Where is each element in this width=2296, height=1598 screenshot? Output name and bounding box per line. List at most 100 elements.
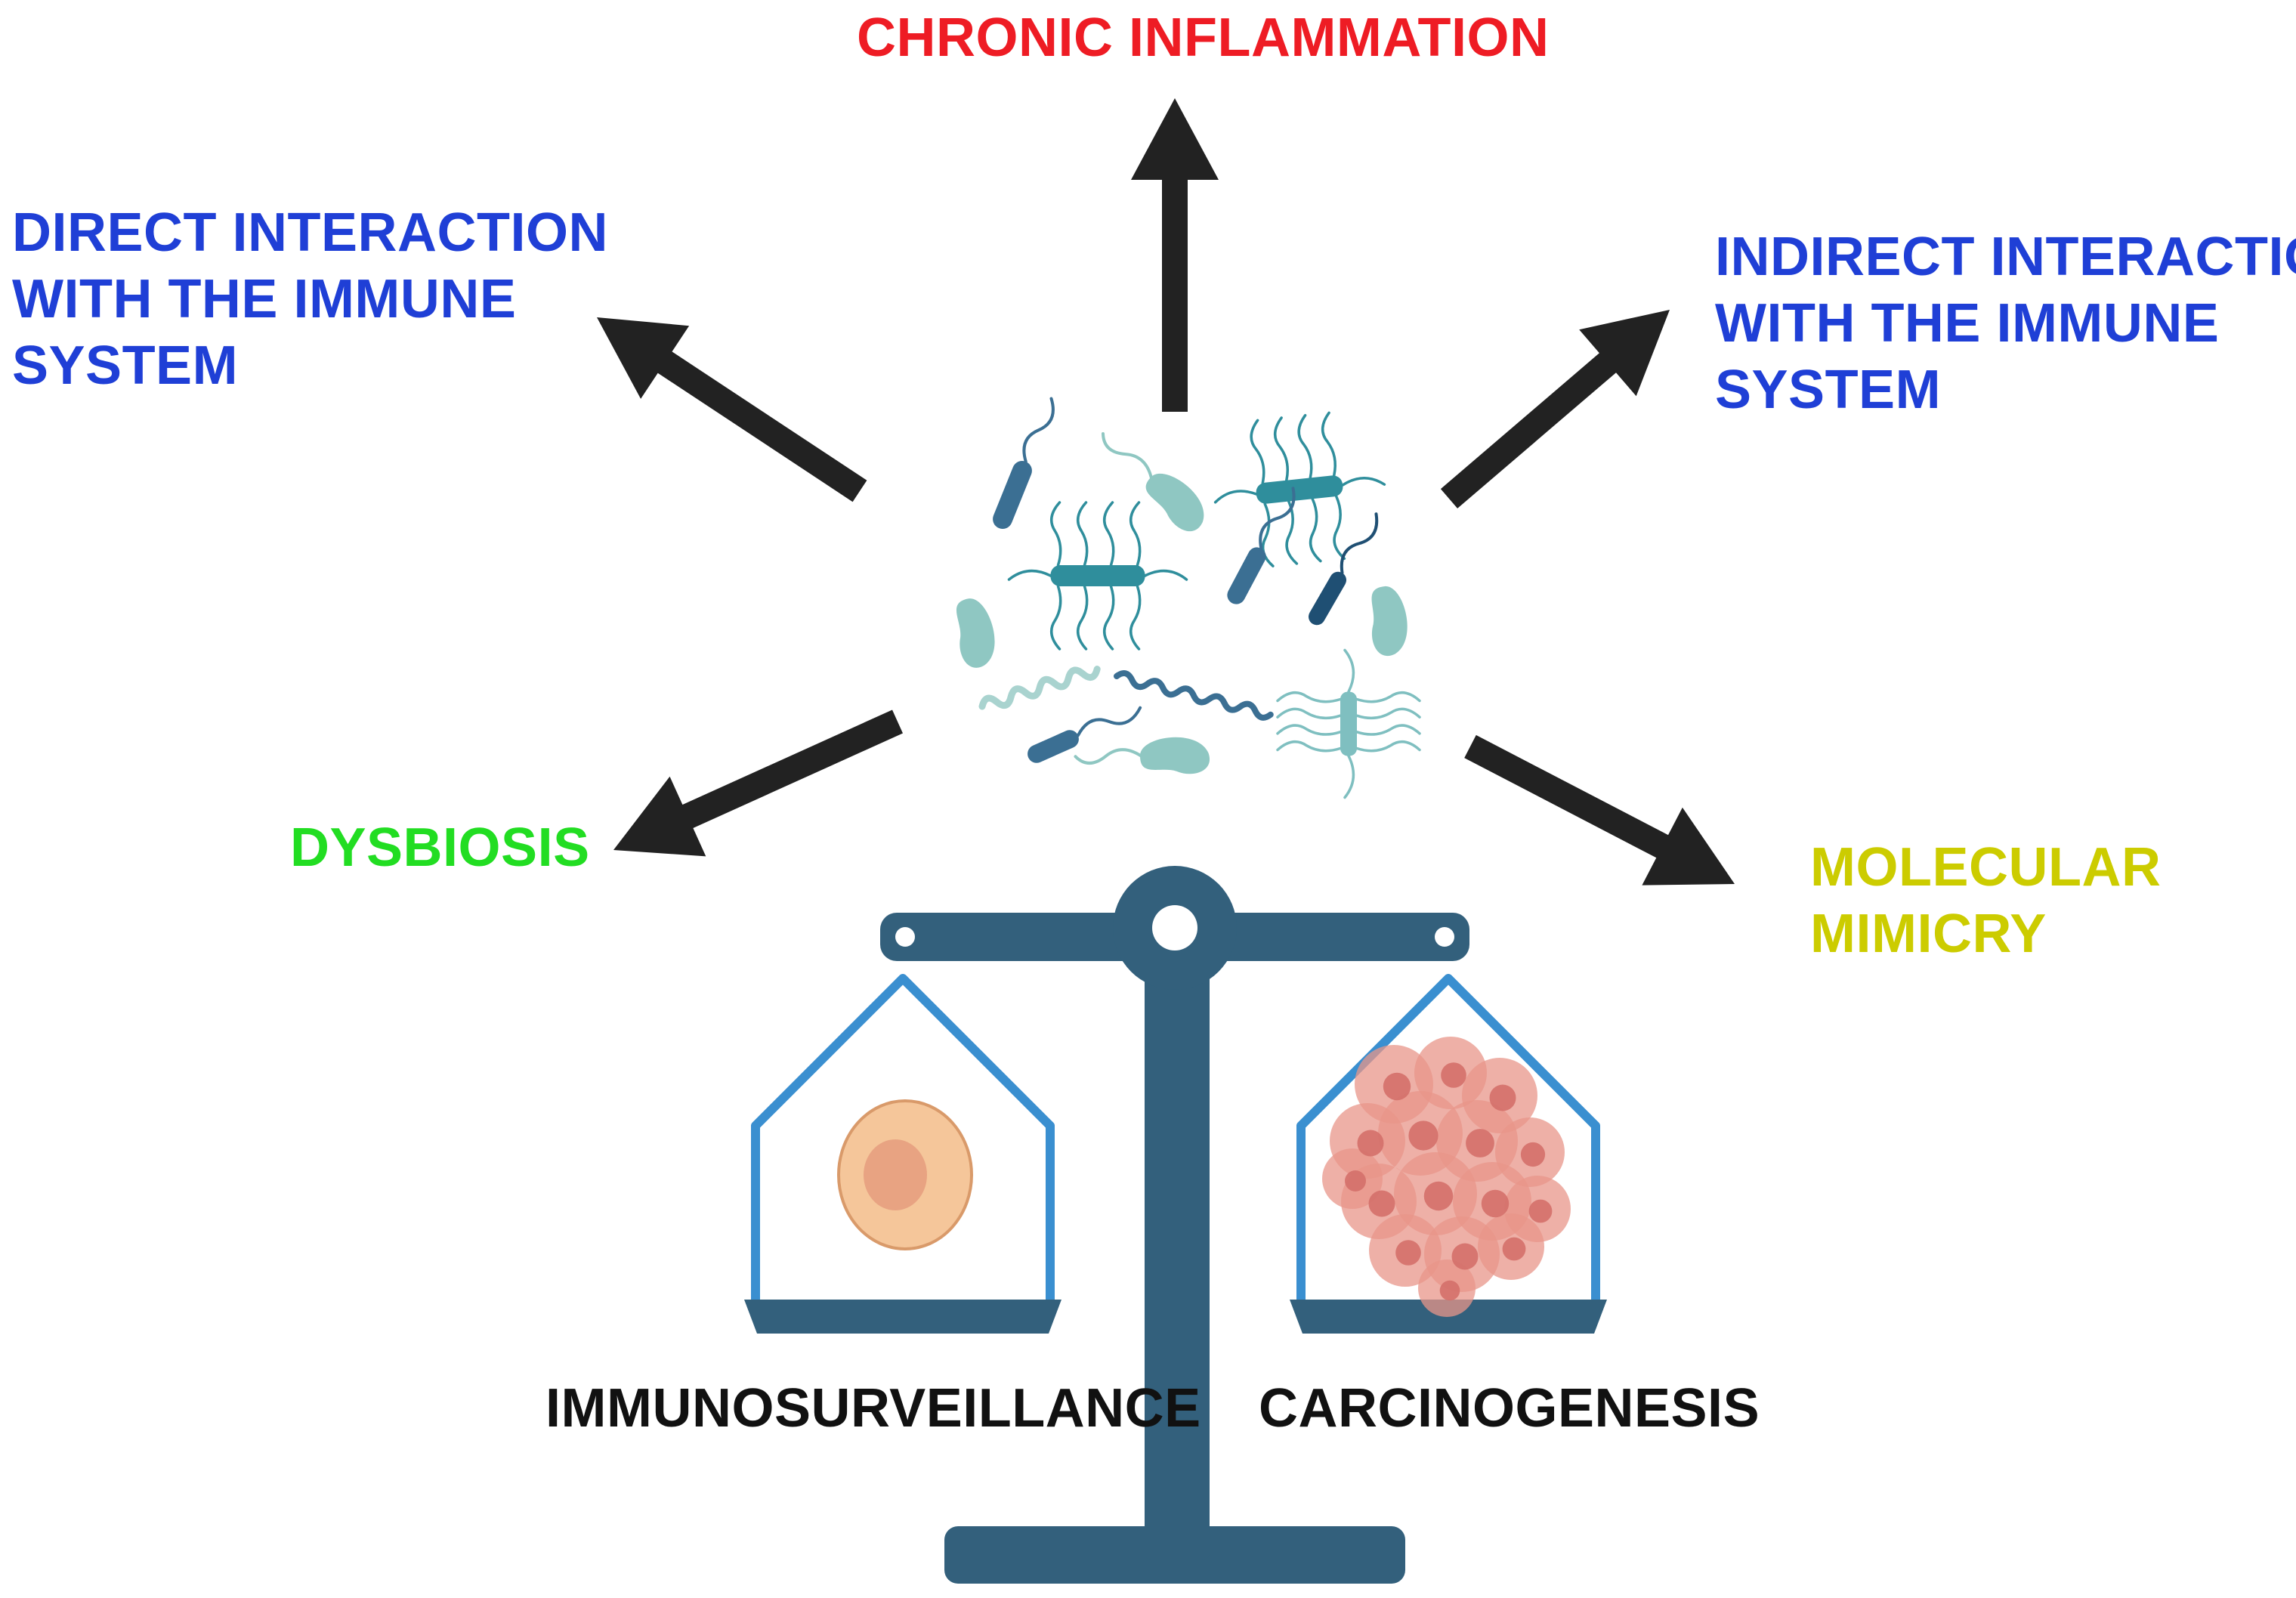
tumor-cell-cluster-icon [1322, 1037, 1571, 1317]
arrow-direct-interaction [597, 317, 867, 502]
tumor-nucleus [1481, 1189, 1510, 1218]
label-carcinogenesis: CARCINOGENESIS [1259, 1378, 1760, 1439]
pilus [1007, 569, 1052, 581]
pilus [1309, 497, 1322, 563]
pilus [1355, 724, 1421, 736]
bean-bacterium [956, 598, 995, 668]
flagellum [1076, 706, 1142, 737]
pilus [1129, 585, 1142, 651]
tumor-nucleus [1489, 1084, 1516, 1111]
tumor-nucleus [1423, 1181, 1454, 1211]
tumor-nucleus [1383, 1072, 1411, 1101]
pilus [1250, 419, 1265, 484]
pili-bacterium [1276, 648, 1421, 799]
pilus [1321, 411, 1337, 477]
pili-bacterium [1007, 501, 1188, 651]
tumor-nucleus [1466, 1129, 1494, 1158]
pilus [1143, 569, 1188, 581]
rod-body [1340, 691, 1357, 756]
balance-scale-icon [880, 866, 1469, 1584]
bean-body [956, 598, 995, 668]
beam-pin-right [1435, 927, 1454, 947]
bean-bacterium [1371, 586, 1408, 656]
cell-nucleus [864, 1139, 927, 1210]
pilus [1355, 740, 1421, 753]
normal-cell-icon [837, 1099, 973, 1250]
label-dysbiosis: DYSBIOSIS [290, 818, 590, 878]
pilus [1285, 499, 1299, 565]
label-direct-interaction: DIRECT INTERACTION WITH THE IMMUNE SYSTE… [12, 199, 608, 399]
label-line: MOLECULAR [1810, 837, 2162, 898]
bean-body [1140, 737, 1210, 774]
left-pan [744, 974, 1061, 1334]
label-line: MIMICRY [1810, 904, 2047, 964]
label-molecular-mimicry: MOLECULAR MIMICRY [1810, 834, 2161, 967]
label-chronic-inflammation: CHRONIC INFLAMMATION [857, 8, 1550, 68]
tumor-nucleus [1357, 1130, 1384, 1157]
bean-bacterium [1101, 432, 1204, 532]
flagellum [1101, 432, 1154, 484]
pilus [1213, 490, 1258, 504]
pilus [1102, 501, 1115, 567]
bean-body [1145, 473, 1204, 532]
tumor-nucleus [1528, 1199, 1553, 1223]
beam-pin-left [895, 927, 915, 947]
rod-body [1050, 565, 1145, 586]
tumor-nucleus [1520, 1142, 1546, 1167]
pilus [1343, 754, 1355, 799]
pilus [1276, 691, 1342, 703]
pilus [1276, 724, 1342, 736]
label-immunosurveillance: IMMUNOSURVEILLANCE [545, 1378, 1201, 1439]
spiral-body [978, 666, 1101, 710]
pilus [1049, 501, 1062, 567]
scale-pivot-hole [1152, 905, 1197, 950]
rod-body [1227, 547, 1266, 604]
tumor-nucleus [1439, 1280, 1460, 1301]
spiral-body [1114, 670, 1274, 721]
pilus [1333, 495, 1346, 561]
pilus [1355, 691, 1421, 703]
tumor-nucleus [1408, 1120, 1438, 1151]
tumor-nucleus [1345, 1170, 1366, 1192]
pilus [1343, 648, 1355, 694]
label-line: WITH THE IMMUNE [12, 269, 517, 329]
tumor-nucleus [1502, 1237, 1526, 1261]
arrows-group [597, 98, 1735, 886]
flagellum [1340, 512, 1379, 575]
bean-bacterium [1074, 737, 1210, 774]
rod-bacterium [1227, 487, 1296, 604]
tumor-nucleus [1441, 1062, 1466, 1088]
arrow-indirect-interaction [1440, 310, 1670, 508]
pilus [1297, 413, 1313, 480]
arrow-molecular-mimicry [1464, 734, 1735, 886]
rod-body [1309, 571, 1346, 626]
pili-bacterium [1213, 411, 1386, 567]
pan-hanger [1296, 974, 1600, 1311]
pilus [1049, 585, 1062, 651]
label-line: WITH THE IMMUNE [1715, 293, 2220, 354]
spiral-bacterium [978, 666, 1101, 710]
pilus [1129, 501, 1142, 567]
arrow-chronic-inflammation [1131, 98, 1219, 412]
pan-tray [744, 1300, 1061, 1334]
label-line: DIRECT INTERACTION [12, 202, 608, 263]
label-indirect-interaction: INDIRECT INTERACTION WITH THE IMMUNE SYS… [1715, 224, 2296, 423]
pilus [1102, 585, 1115, 651]
rod-bacterium [1027, 706, 1142, 763]
flagellum [1259, 487, 1296, 550]
tumor-nucleus [1451, 1243, 1479, 1270]
pilus [1076, 501, 1089, 567]
bacteria-cluster-icon [956, 397, 1421, 799]
rod-body [1027, 730, 1079, 763]
pilus [1076, 585, 1089, 651]
label-line: SYSTEM [1715, 360, 1942, 420]
arrow-dysbiosis [613, 709, 903, 857]
label-line: SYSTEM [12, 335, 239, 396]
tumor-nucleus [1395, 1240, 1421, 1266]
spiral-bacterium [1114, 670, 1274, 721]
scale-post [1145, 971, 1210, 1560]
pilus [1341, 477, 1386, 487]
rod-body [1256, 475, 1343, 504]
pan-hanger [751, 974, 1055, 1311]
